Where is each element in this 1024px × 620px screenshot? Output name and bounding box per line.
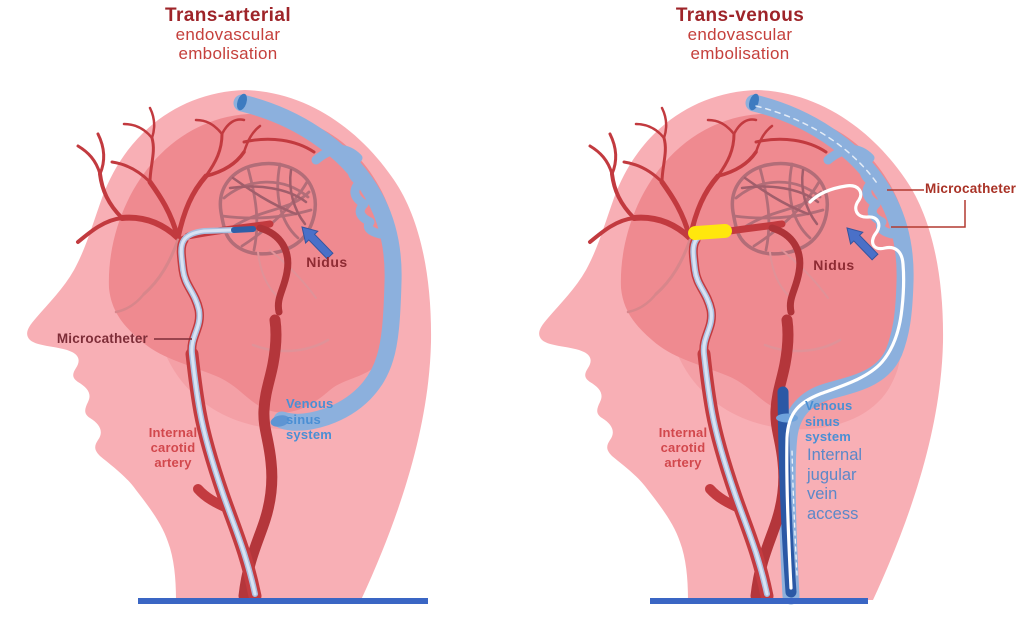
transvenous-microcatheter [755,105,906,590]
brain [108,113,401,413]
microcatheter-dashed-segment [755,105,880,187]
right-title-sub1: endovascular [687,25,793,44]
label-venous-sinus-system: Venous sinus system [286,396,334,442]
faint-vessels [251,249,330,353]
transverse-sinus-wiggle [823,145,897,239]
embolisation-coil-plug [688,223,732,241]
venous-sinus-system [233,94,402,431]
label-microcatheter: Microcatheter [925,181,1017,196]
arterial-catheter [690,228,770,597]
left-panel-title: Trans-arterial endovascular embolisation [8,6,448,63]
label-internal-carotid-artery: Internal carotid artery [658,425,708,470]
label-nidus: Nidus [306,254,348,270]
right-panel-title: Trans-venous endovascular embolisation [520,6,960,63]
nidus-tangle [730,161,829,256]
sinus-top-cap [236,93,248,111]
trans-arterial-illustration [27,90,432,604]
left-title-sub2: embolisation [178,44,278,63]
label-microcatheter: Microcatheter [56,331,148,346]
nidus-arrow [846,227,879,261]
label-internal-carotid-artery: Internal carotid artery [148,425,198,470]
label-nidus: Nidus [813,257,855,273]
sinus-cut-end [270,415,290,427]
jugular-cuff [776,413,798,423]
cerebral-arterial-tree [76,106,316,316]
left-title-sub1: endovascular [175,25,281,44]
microcatheter [178,226,258,597]
right-title-sub2: embolisation [690,44,790,63]
nidus-arrow [301,226,334,260]
label-venous-sinus-system: Venous sinus system [805,398,853,444]
trans-venous-figure: Microcatheter Internal carotid artery Ve… [520,80,1024,620]
microcatheter-pointer-lines [887,189,966,228]
baseline [650,598,868,604]
microcatheter-tip [231,226,256,233]
right-title-main: Trans-venous [675,5,805,26]
baseline [138,598,428,604]
trans-arterial-figure: Microcatheter Internal carotid artery Ve… [8,80,512,620]
trans-venous-illustration [539,90,966,605]
label-internal-jugular-vein-access: Internal jugular vein access [807,446,863,523]
faint-vessels [763,249,842,353]
transverse-sinus-wiggle [311,145,385,239]
left-title-main: Trans-arterial [165,5,291,26]
posterior-branch [256,224,292,316]
crossing-carotid-branch [238,314,282,602]
posterior-branch [768,224,804,316]
